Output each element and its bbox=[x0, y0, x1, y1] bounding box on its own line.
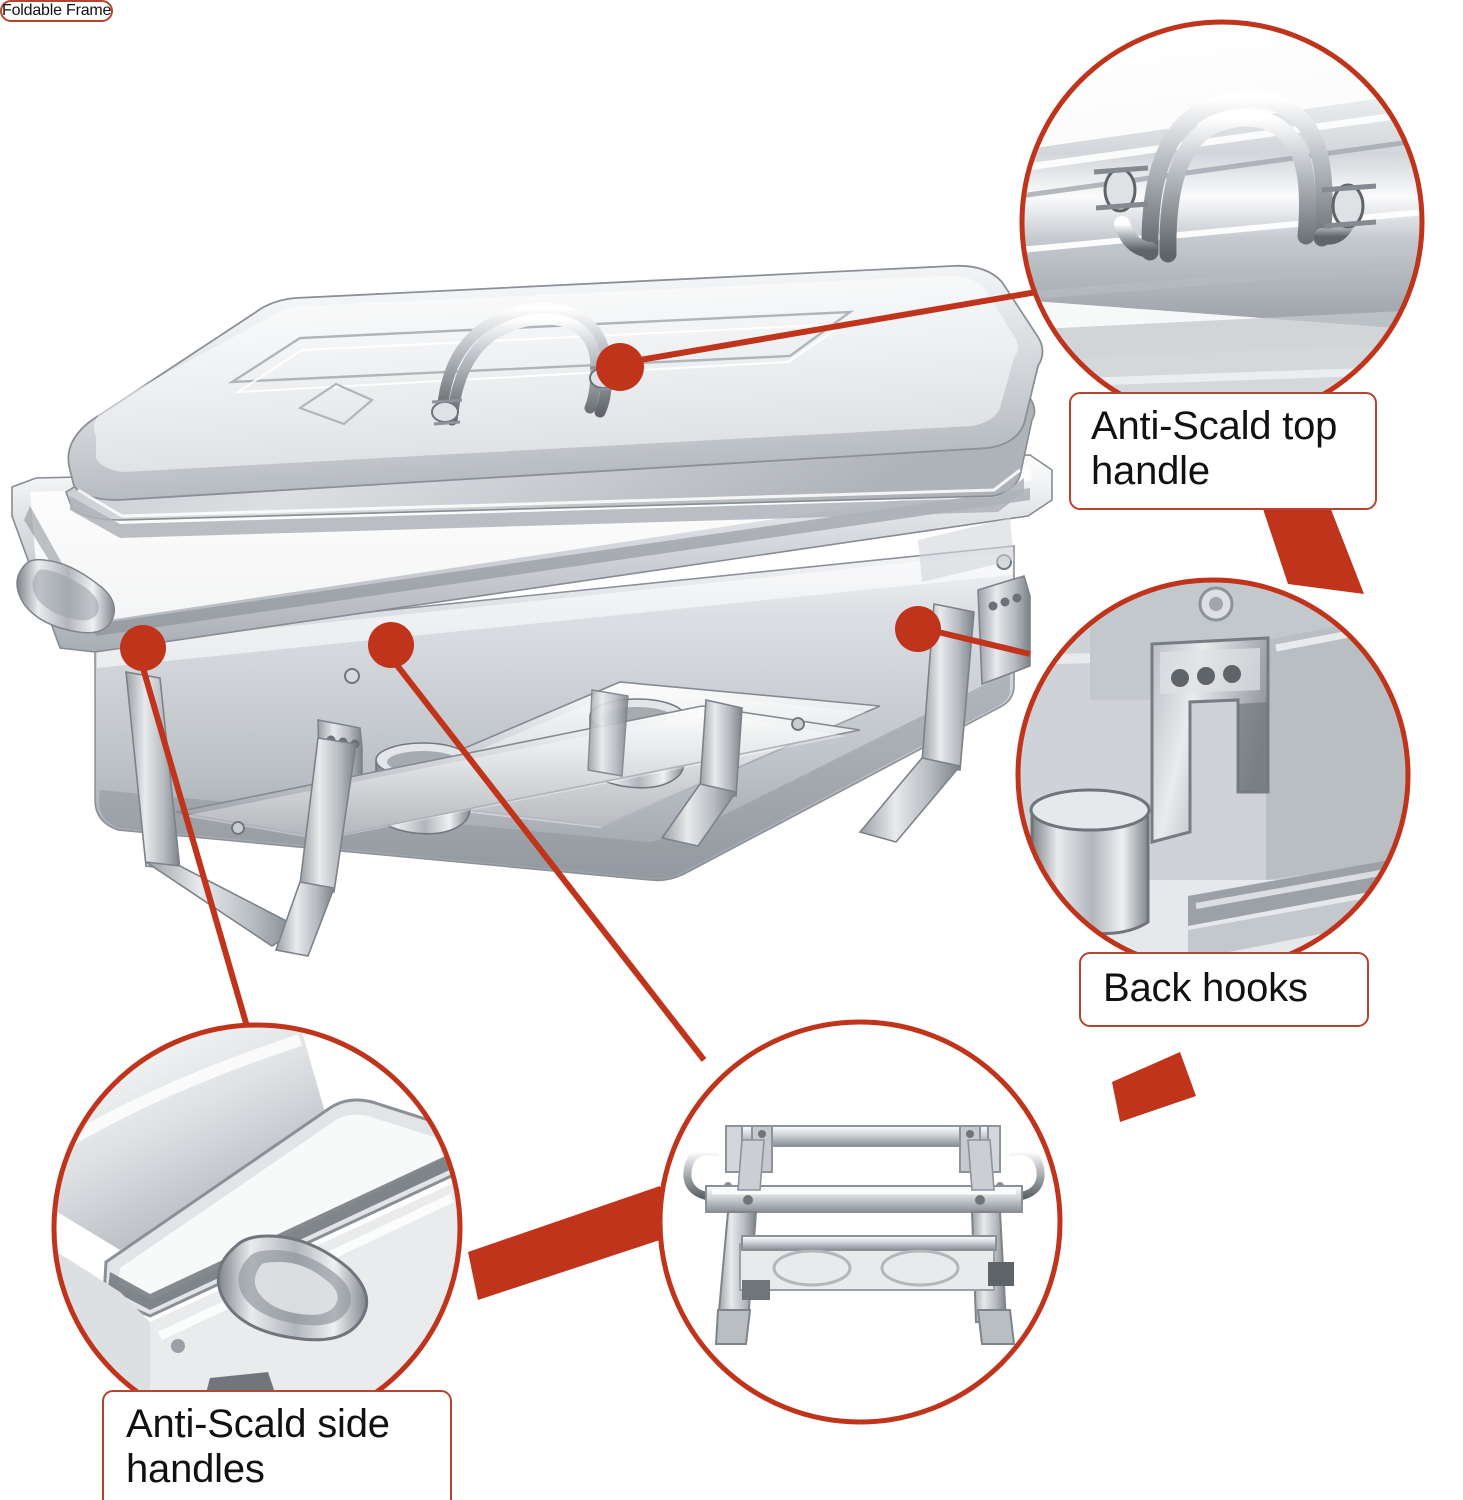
marker-dot-top-handle bbox=[596, 343, 644, 391]
rivet-left bbox=[1093, 165, 1149, 213]
callout-label-back-hooks: Back hooks bbox=[1079, 952, 1369, 1027]
back-hook-bracket-right bbox=[977, 575, 1031, 686]
marker-dot-foldable-frame bbox=[368, 622, 414, 668]
rivet-right bbox=[1321, 183, 1377, 229]
frame-legs bbox=[125, 603, 975, 957]
callout-circle-back-hooks bbox=[1015, 577, 1411, 973]
callout-label-foldable-frame: Foldable Frame bbox=[0, 0, 114, 22]
main-product-image bbox=[11, 264, 1053, 957]
side-handle-left bbox=[16, 558, 115, 634]
callout-circle-foldable-frame bbox=[657, 1019, 1063, 1425]
marker-dot-back-hooks bbox=[895, 606, 941, 652]
marker-dot-side-handles bbox=[120, 625, 166, 671]
callout-label-side-handles: Anti-Scald side handles bbox=[102, 1390, 452, 1500]
pan-corner-bracket bbox=[918, 518, 1014, 582]
side-handle-detail bbox=[216, 1234, 369, 1342]
chafer-lid bbox=[65, 264, 1044, 538]
callout-circle-top-handle bbox=[1019, 19, 1425, 425]
callout-marker-dots bbox=[120, 343, 941, 671]
callout-connectors bbox=[140, 285, 1061, 1062]
callout-label-top-handle: Anti-Scald top handle bbox=[1069, 392, 1377, 510]
callout-circle-side-handles bbox=[51, 1022, 463, 1434]
